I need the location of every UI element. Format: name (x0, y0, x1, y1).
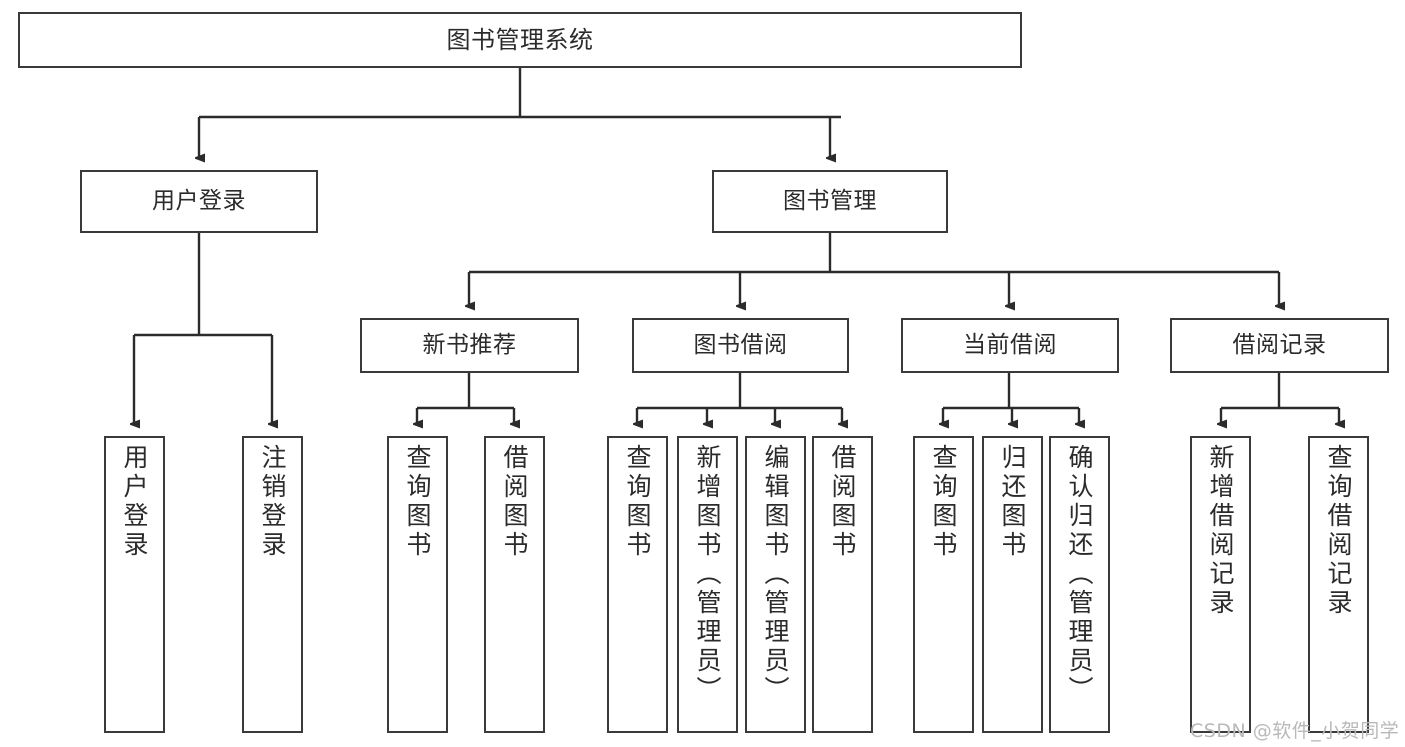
node-label: 图书管理 (783, 187, 877, 214)
node-label: 当前借阅 (963, 331, 1057, 358)
leaf-book-borrow-borrow-books[interactable]: 借阅图书 (812, 436, 873, 733)
node-label: 查询图书 (929, 444, 958, 560)
node-label: 确认归还（管理员） (1065, 444, 1094, 705)
node-label: 新增图书（管理员） (693, 444, 722, 705)
node-label: 注销登录 (258, 444, 287, 560)
node-root-book-management-system[interactable]: 图书管理系统 (18, 12, 1022, 68)
node-label: 图书借阅 (693, 331, 788, 358)
node-label: 图书管理系统 (446, 25, 594, 54)
node-user-login[interactable]: 用户登录 (80, 170, 318, 233)
leaf-borrow-records-add-record[interactable]: 新增借阅记录 (1190, 436, 1251, 733)
node-borrow-records[interactable]: 借阅记录 (1170, 318, 1389, 373)
leaf-new-book-query-books[interactable]: 查询图书 (387, 436, 448, 733)
node-label: 借阅图书 (500, 444, 529, 560)
leaf-borrow-records-query-record[interactable]: 查询借阅记录 (1308, 436, 1369, 733)
node-label: 归还图书 (998, 444, 1027, 560)
leaf-new-book-borrow-books[interactable]: 借阅图书 (484, 436, 545, 733)
node-label: 查询图书 (403, 444, 432, 560)
node-label: 借阅图书 (828, 444, 857, 560)
leaf-book-borrow-add-book-admin[interactable]: 新增图书（管理员） (677, 436, 738, 733)
leaf-book-borrow-query-books[interactable]: 查询图书 (607, 436, 668, 733)
node-book-borrow[interactable]: 图书借阅 (632, 318, 849, 373)
leaf-user-login-logout[interactable]: 注销登录 (242, 436, 303, 733)
csdn-watermark: CSDN @软件_小贺同学 (1190, 720, 1400, 742)
leaf-user-login-login[interactable]: 用户登录 (104, 436, 165, 733)
node-label: 用户登录 (120, 444, 149, 560)
leaf-current-borrow-confirm-return-admin[interactable]: 确认归还（管理员） (1049, 436, 1110, 733)
node-label: 借阅记录 (1232, 331, 1327, 358)
node-label: 查询借阅记录 (1324, 444, 1353, 618)
node-label: 新书推荐 (422, 331, 517, 358)
node-label: 新增借阅记录 (1206, 444, 1235, 618)
node-label: 查询图书 (623, 444, 652, 560)
node-label: 编辑图书（管理员） (761, 444, 790, 705)
node-current-borrow[interactable]: 当前借阅 (901, 318, 1119, 373)
leaf-current-borrow-query-books[interactable]: 查询图书 (913, 436, 974, 733)
node-book-management[interactable]: 图书管理 (712, 170, 948, 233)
node-label: 用户登录 (152, 187, 246, 214)
node-new-book-recommend[interactable]: 新书推荐 (360, 318, 579, 373)
leaf-current-borrow-return-books[interactable]: 归还图书 (982, 436, 1043, 733)
leaf-book-borrow-edit-book-admin[interactable]: 编辑图书（管理员） (745, 436, 806, 733)
